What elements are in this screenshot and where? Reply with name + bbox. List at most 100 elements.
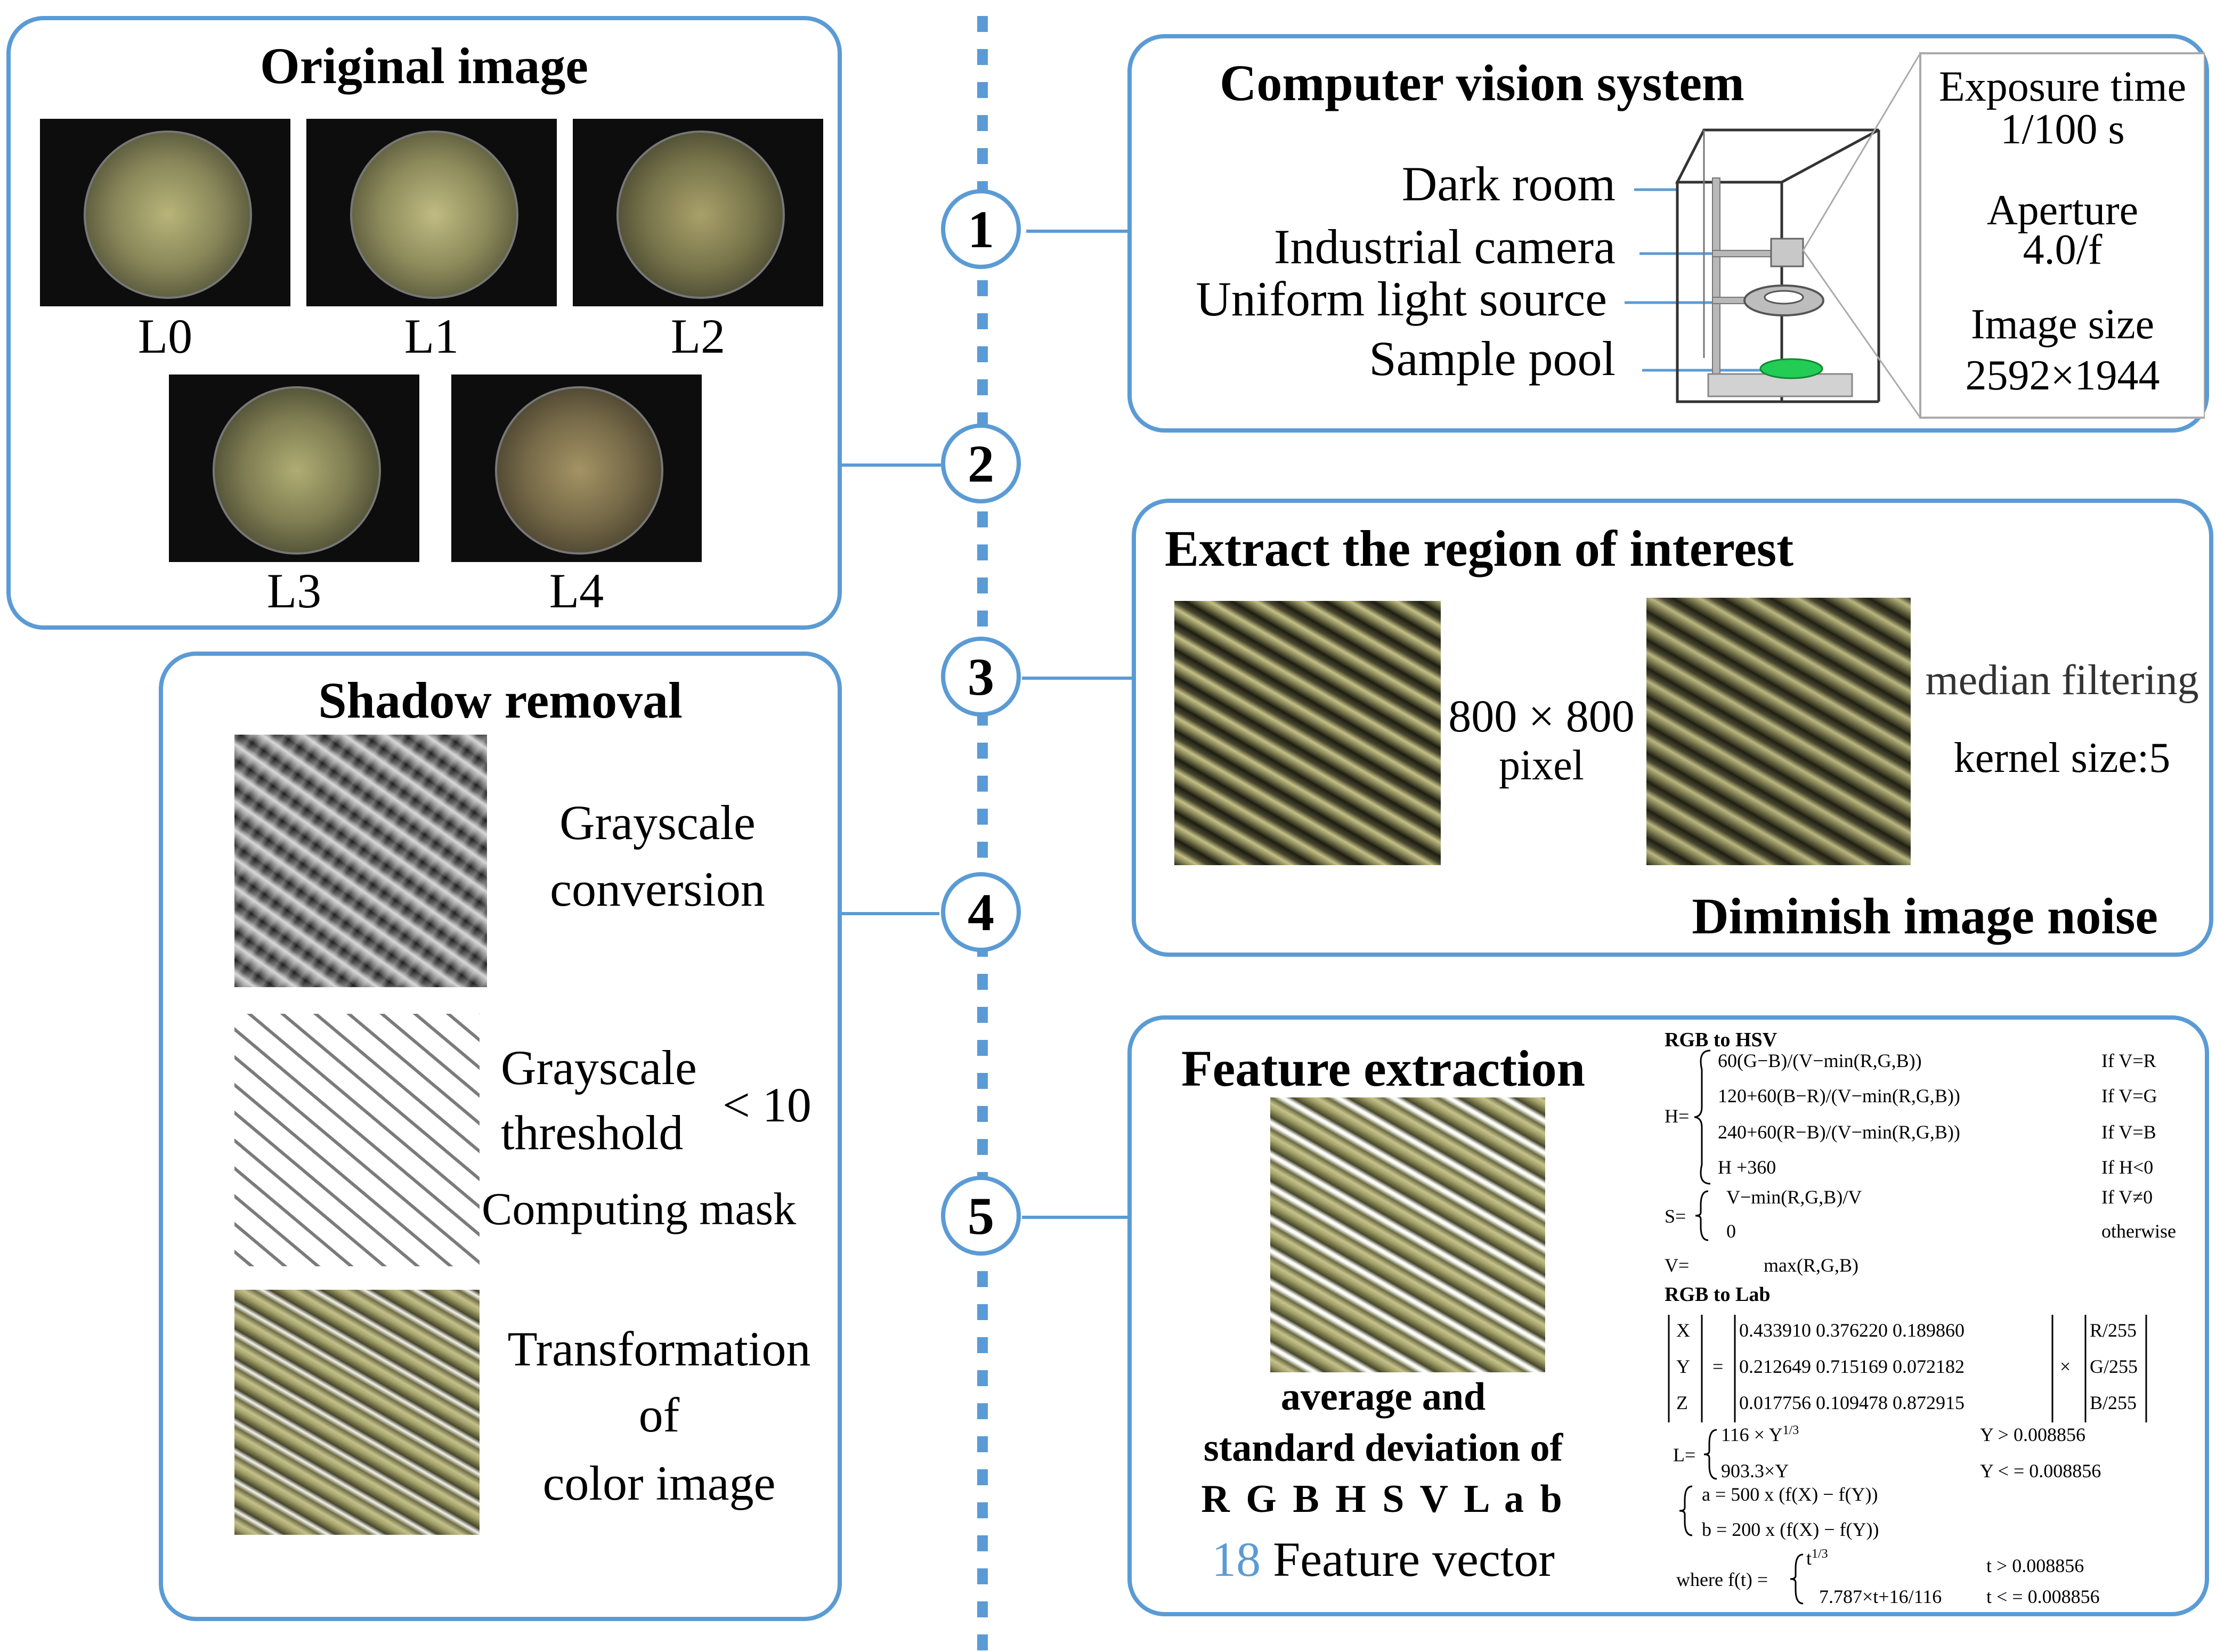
connector-4 [838, 912, 939, 915]
f-cond: t > 0.008856 [1986, 1555, 2084, 1576]
xyz-x: X [1676, 1320, 1690, 1341]
step-number: 2 [968, 434, 994, 493]
grayscale-text: Grayscale [559, 795, 756, 850]
h-expr: H +360 [1718, 1157, 1776, 1178]
spec-exposure-label: Exposure time [1938, 63, 2187, 110]
spec-size-value: 2592×1944 [1965, 352, 2160, 399]
step-5-circle: 5 [941, 1176, 1021, 1256]
step-2-circle: 2 [941, 424, 1021, 503]
shadow-removal-panel: Shadow removal Grayscale conversion Gray… [159, 652, 842, 1621]
l-cond: Y < = 0.008856 [1980, 1460, 2101, 1482]
panel-title: Computer vision system [1220, 54, 1744, 111]
transform-text: color image [542, 1456, 776, 1510]
color-transform-photo [234, 1290, 480, 1535]
panel-title: Feature extraction [1181, 1040, 1585, 1097]
brace-ab [1679, 1485, 1693, 1536]
label-l0: L0 [137, 309, 193, 363]
sample-photo-l0 [40, 119, 290, 306]
threshold-text: threshold [501, 1105, 684, 1160]
h-expr: 240+60(R−B)/(V−min(R,G,B)) [1718, 1121, 1960, 1143]
rgb-norm: G/255 [2090, 1356, 2138, 1377]
matrix-row: 0.433910 0.376220 0.189860 [1739, 1320, 1965, 1341]
filtered-photo [1646, 598, 1911, 865]
matrix-row: 0.017756 0.109478 0.872915 [1739, 1392, 1965, 1413]
grayscale-text: conversion [550, 862, 765, 916]
label-l3: L3 [266, 564, 322, 618]
l-expr-exponent: 1/3 [1782, 1423, 1799, 1437]
roi-panel: Extract the region of interest 800 × 800… [1132, 499, 2213, 957]
f-expr: 7.787×t+16/116 [1819, 1586, 1942, 1607]
step-3-circle: 3 [941, 637, 1021, 717]
spec-aperture-value: 4.0/f [2023, 226, 2103, 273]
feature-desc: standard deviation of [1203, 1426, 1563, 1470]
l-cond: Y > 0.008856 [1980, 1424, 2085, 1445]
spec-exposure-value: 1/100 s [2000, 106, 2125, 153]
rgb-norm: R/255 [2090, 1320, 2137, 1341]
threshold-value: < 10 [723, 1078, 811, 1132]
feature-photo [1270, 1097, 1545, 1372]
equals-sign: = [1712, 1356, 1724, 1377]
feature-extraction-panel: Feature extraction average and standard … [1127, 1015, 2209, 1616]
spec-aperture-label: Aperture [1986, 187, 2139, 234]
f-expr-exponent: 1/3 [1812, 1547, 1828, 1561]
h-cond: If V=G [2101, 1085, 2157, 1106]
f-expr: t1/3 [1806, 1547, 1828, 1569]
h-expr: 60(G−B)/(V−min(R,G,B)) [1718, 1050, 1922, 1071]
s-cond: otherwise [2101, 1220, 2176, 1242]
sample-photo-l3 [169, 375, 419, 562]
brace-f [1790, 1553, 1804, 1605]
mask-text: Computing mask [482, 1183, 797, 1234]
h-cond: If V=R [2101, 1050, 2156, 1071]
b-expr: b = 200 x (f(X) − f(Y)) [1702, 1519, 1879, 1540]
grayscale-photo [234, 735, 487, 987]
roi-crop-photo [1174, 601, 1441, 865]
s-label: S= [1665, 1206, 1686, 1227]
mask-photo [234, 1014, 480, 1266]
label-l2: L2 [670, 309, 726, 363]
connector-1 [1026, 230, 1132, 233]
l-label: L= [1673, 1444, 1696, 1466]
label-light-source: Uniform light source [1196, 272, 1607, 326]
step-4-circle: 4 [941, 872, 1021, 952]
l-expr: 116 × Y1/3 [1721, 1423, 1799, 1446]
label-l1: L1 [404, 309, 459, 363]
xyz-y: Y [1676, 1356, 1690, 1377]
brace-l [1703, 1429, 1717, 1480]
roi-unit: pixel [1499, 742, 1584, 789]
brace-s [1695, 1190, 1709, 1241]
label-dark-room: Dark room [1401, 157, 1616, 211]
filter-kernel: kernel size:5 [1953, 735, 2171, 782]
l-expr-base: 116 × Y [1721, 1424, 1783, 1445]
feature-count: 18 Feature vector [1132, 1531, 1635, 1588]
feature-desc: R G B H S V L a b [1201, 1477, 1565, 1521]
h-cond: If H<0 [2101, 1157, 2154, 1178]
feature-count-number: 18 [1212, 1532, 1261, 1586]
step-number: 3 [968, 647, 994, 706]
roi-subtitle: Diminish image noise [1692, 888, 2158, 945]
matrix-row: 0.212649 0.715169 0.072182 [1739, 1356, 1965, 1377]
f-label: where f(t) = [1676, 1569, 1768, 1590]
step-1-circle: 1 [941, 189, 1021, 269]
feature-desc: average and [1280, 1375, 1486, 1419]
sample-photo-l4 [451, 375, 702, 562]
dark-room-box-illustration [1625, 52, 2205, 419]
a-expr: a = 500 x (f(X) − f(Y)) [1702, 1484, 1878, 1505]
sample-photo-l1 [306, 119, 557, 306]
panel-title: Shadow removal [318, 672, 683, 729]
step-number: 4 [968, 882, 994, 942]
h-cond: If V=B [2101, 1121, 2156, 1143]
transform-text: Transformation [507, 1322, 811, 1376]
h-expr: 120+60(B−R)/(V−min(R,G,B)) [1718, 1085, 1960, 1106]
times-sign: × [2060, 1356, 2071, 1377]
hsv-title: RGB to HSV [1665, 1029, 1777, 1051]
l-expr: 903.3×Y [1721, 1460, 1789, 1482]
panel-title: Original image [260, 37, 588, 94]
connector-3 [1022, 677, 1134, 680]
computer-vision-panel: Computer vision system Dark room Industr… [1127, 34, 2209, 433]
label-l4: L4 [549, 564, 604, 618]
h-label: H= [1665, 1105, 1690, 1127]
s-expr: 0 [1726, 1220, 1736, 1242]
sample-photo-l2 [573, 119, 823, 306]
v-label: V= [1665, 1255, 1690, 1276]
step-number: 5 [968, 1186, 994, 1246]
